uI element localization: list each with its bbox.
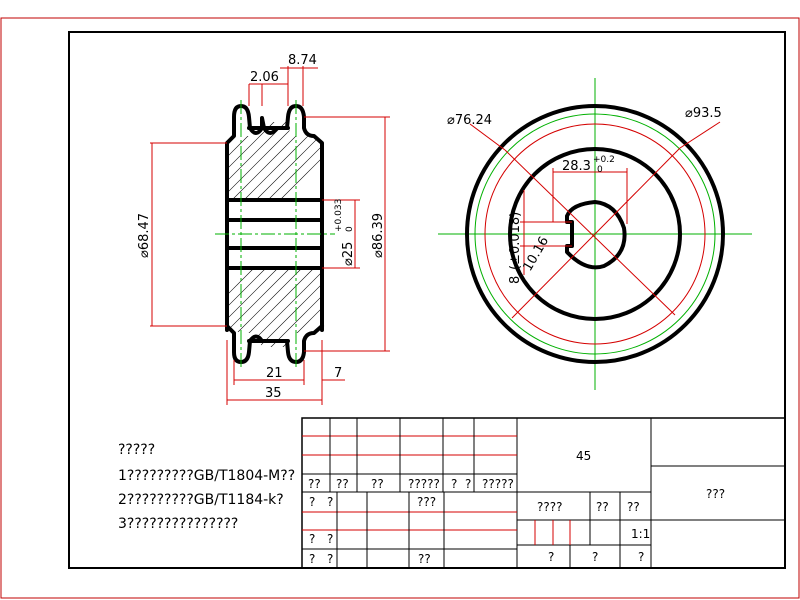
tb-r2-c: ???: [417, 495, 436, 509]
tb-r2-b: ?: [327, 495, 333, 509]
tb-r1-c2: ??: [336, 477, 349, 491]
tb-mid-3: ??: [627, 500, 640, 514]
dim-8-tol: (±0.018): [508, 212, 523, 270]
bore-keyway: [565, 200, 627, 270]
technical-notes: ????? 1?????????GB/T1804-M?? 2?????????G…: [118, 442, 295, 532]
dim-25: ⌀25: [341, 242, 356, 266]
hub-circle: [508, 147, 682, 321]
dim-935: ⌀93.5: [685, 106, 722, 121]
dim-874: 8.74: [288, 53, 317, 68]
front-view: 8.74 2.06 ⌀68.47 ⌀86.39 ⌀25 +0.033 0 21 …: [137, 53, 390, 405]
dim-25-tol-low: 0: [345, 226, 355, 232]
sheet-border: [0, 17, 800, 599]
pitch-circle: [474, 113, 716, 355]
dim-283: 28.3: [562, 159, 591, 174]
tb-r1-c5: ?: [451, 477, 457, 491]
notes-line-3: 3???????????????: [118, 516, 238, 532]
title-block: 45 ??? 1:1 ?? ?? ?? ????? ? ? ????? ? ? …: [301, 417, 786, 569]
side-view: ⌀76.24 ⌀93.5 28.3 +0.2 0 8 (±0.018) 10.1…: [438, 78, 752, 390]
tb-name: ???: [706, 487, 725, 501]
dim-283-tol-up: +0.2: [593, 155, 615, 165]
dim-8: 8: [508, 276, 523, 284]
notes-line-2: 2?????????GB/T1184-k?: [118, 492, 284, 508]
tb-bot-2: ?: [592, 550, 598, 564]
dim-7: 7: [334, 366, 342, 381]
tb-r4-b: ?: [327, 552, 333, 566]
tb-material: 45: [576, 449, 591, 463]
tb-r3-a: ?: [309, 532, 315, 546]
tb-r3-b: ?: [327, 532, 333, 546]
dim-6847: ⌀68.47: [137, 213, 152, 258]
dim-35: 35: [265, 386, 282, 401]
root-circle: [484, 123, 706, 345]
tb-r1-c3: ??: [371, 477, 384, 491]
tb-mid-2: ??: [596, 500, 609, 514]
tb-scale: 1:1: [631, 527, 650, 541]
tb-bot-3: ?: [638, 550, 644, 564]
dim-8639: ⌀86.39: [371, 213, 386, 258]
dim-283-tol-low: 0: [597, 165, 603, 175]
tb-r1-c1: ??: [308, 477, 321, 491]
tb-r4-c: ??: [418, 552, 431, 566]
tb-r1-c7: ?????: [482, 477, 514, 491]
tb-bot-1: ?: [548, 550, 554, 564]
tb-r4-a: ?: [309, 552, 315, 566]
tb-r1-c4: ?????: [408, 477, 440, 491]
tb-mid-1: ????: [537, 500, 562, 514]
tb-r2-a: ?: [309, 495, 315, 509]
dim-21: 21: [266, 366, 283, 381]
notes-line-1: 1?????????GB/T1804-M??: [118, 468, 295, 484]
tb-r1-c6: ?: [465, 477, 471, 491]
dim-1016: 10.16: [520, 234, 552, 274]
notes-title: ?????: [118, 442, 155, 458]
dim-7624: ⌀76.24: [447, 113, 492, 128]
outer-circle: [465, 104, 725, 364]
dim-25-tol-up: +0.033: [334, 199, 344, 232]
dim-206: 2.06: [250, 70, 279, 85]
